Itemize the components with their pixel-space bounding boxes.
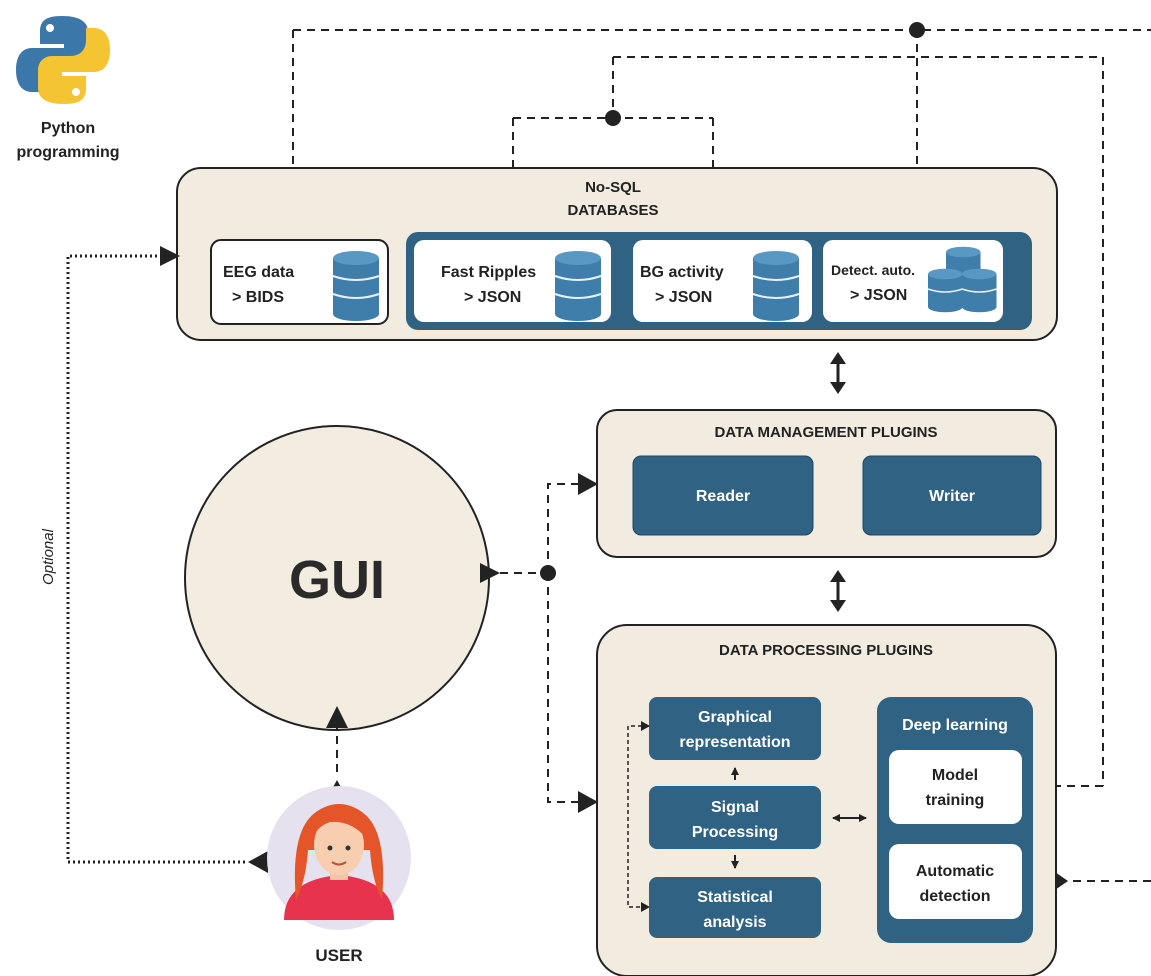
user-avatar-icon bbox=[267, 786, 411, 930]
detect-auto-line2: > JSON bbox=[850, 287, 907, 304]
python-label-line2: programming bbox=[16, 144, 119, 161]
model-training-line2: training bbox=[926, 792, 985, 809]
deep-learning-label: Deep learning bbox=[902, 717, 1008, 734]
signal-processing-plugin bbox=[649, 786, 821, 849]
bg-activity-line2: > JSON bbox=[655, 289, 712, 306]
link-arrowhead bbox=[641, 902, 650, 912]
graphical-line2: representation bbox=[679, 734, 790, 751]
statistical-analysis-plugin bbox=[649, 877, 821, 938]
processing-internal-arrows bbox=[731, 767, 867, 869]
reader-label: Reader bbox=[696, 488, 750, 505]
automatic-detection-line1: Automatic bbox=[916, 863, 994, 880]
user-gui-arrowhead bbox=[326, 706, 348, 728]
double-arrow-icon bbox=[830, 352, 846, 394]
model-training-line1: Model bbox=[932, 767, 978, 784]
fast-ripples-line1: Fast Ripples bbox=[441, 264, 536, 281]
gui-label: GUI bbox=[289, 550, 385, 610]
database-icon bbox=[752, 251, 800, 321]
optional-dotted-path bbox=[66, 254, 245, 864]
automatic-detection-line2: detection bbox=[919, 888, 990, 905]
signal-line1: Signal bbox=[711, 799, 759, 816]
model-training-plugin bbox=[889, 750, 1022, 824]
writer-plugin bbox=[862, 455, 1042, 536]
graphical-representation-plugin bbox=[649, 697, 821, 760]
data-processing-title: DATA PROCESSING PLUGINS bbox=[719, 642, 933, 659]
database-stack-icon bbox=[927, 246, 997, 313]
writer-label: Writer bbox=[929, 488, 975, 505]
data-management-title: DATA MANAGEMENT PLUGINS bbox=[714, 424, 937, 441]
detect-auto-line1: Detect. auto. bbox=[831, 262, 915, 278]
databases-title-line1: No-SQL bbox=[585, 179, 641, 196]
optional-label: Optional bbox=[40, 528, 57, 585]
automatic-detection-plugin bbox=[889, 844, 1022, 919]
reader-plugin bbox=[632, 455, 814, 536]
statistical-line1: Statistical bbox=[697, 889, 773, 906]
graphical-statistical-link bbox=[627, 725, 649, 908]
gui-connector-arrowheads bbox=[480, 473, 598, 813]
database-icon bbox=[554, 251, 602, 321]
bg-activity-line1: BG activity bbox=[640, 264, 724, 281]
python-label-line1: Python bbox=[41, 120, 95, 137]
statistical-line2: analysis bbox=[703, 914, 766, 931]
optional-arrowhead bbox=[160, 246, 180, 266]
eeg-label-line1: EEG data bbox=[223, 264, 294, 281]
graphical-line1: Graphical bbox=[698, 709, 772, 726]
link-arrowhead bbox=[641, 721, 650, 731]
database-icon bbox=[332, 251, 380, 321]
user-label: USER bbox=[315, 946, 362, 965]
gui-plugin-connectors bbox=[500, 483, 580, 803]
double-arrow-icon bbox=[830, 570, 846, 612]
signal-line2: Processing bbox=[692, 824, 778, 841]
optional-arrowhead bbox=[248, 851, 268, 873]
python-logo-icon bbox=[16, 16, 110, 104]
eeg-label-line2: > BIDS bbox=[232, 289, 284, 306]
fast-ripples-line2: > JSON bbox=[464, 289, 521, 306]
databases-title-line2: DATABASES bbox=[567, 202, 658, 219]
